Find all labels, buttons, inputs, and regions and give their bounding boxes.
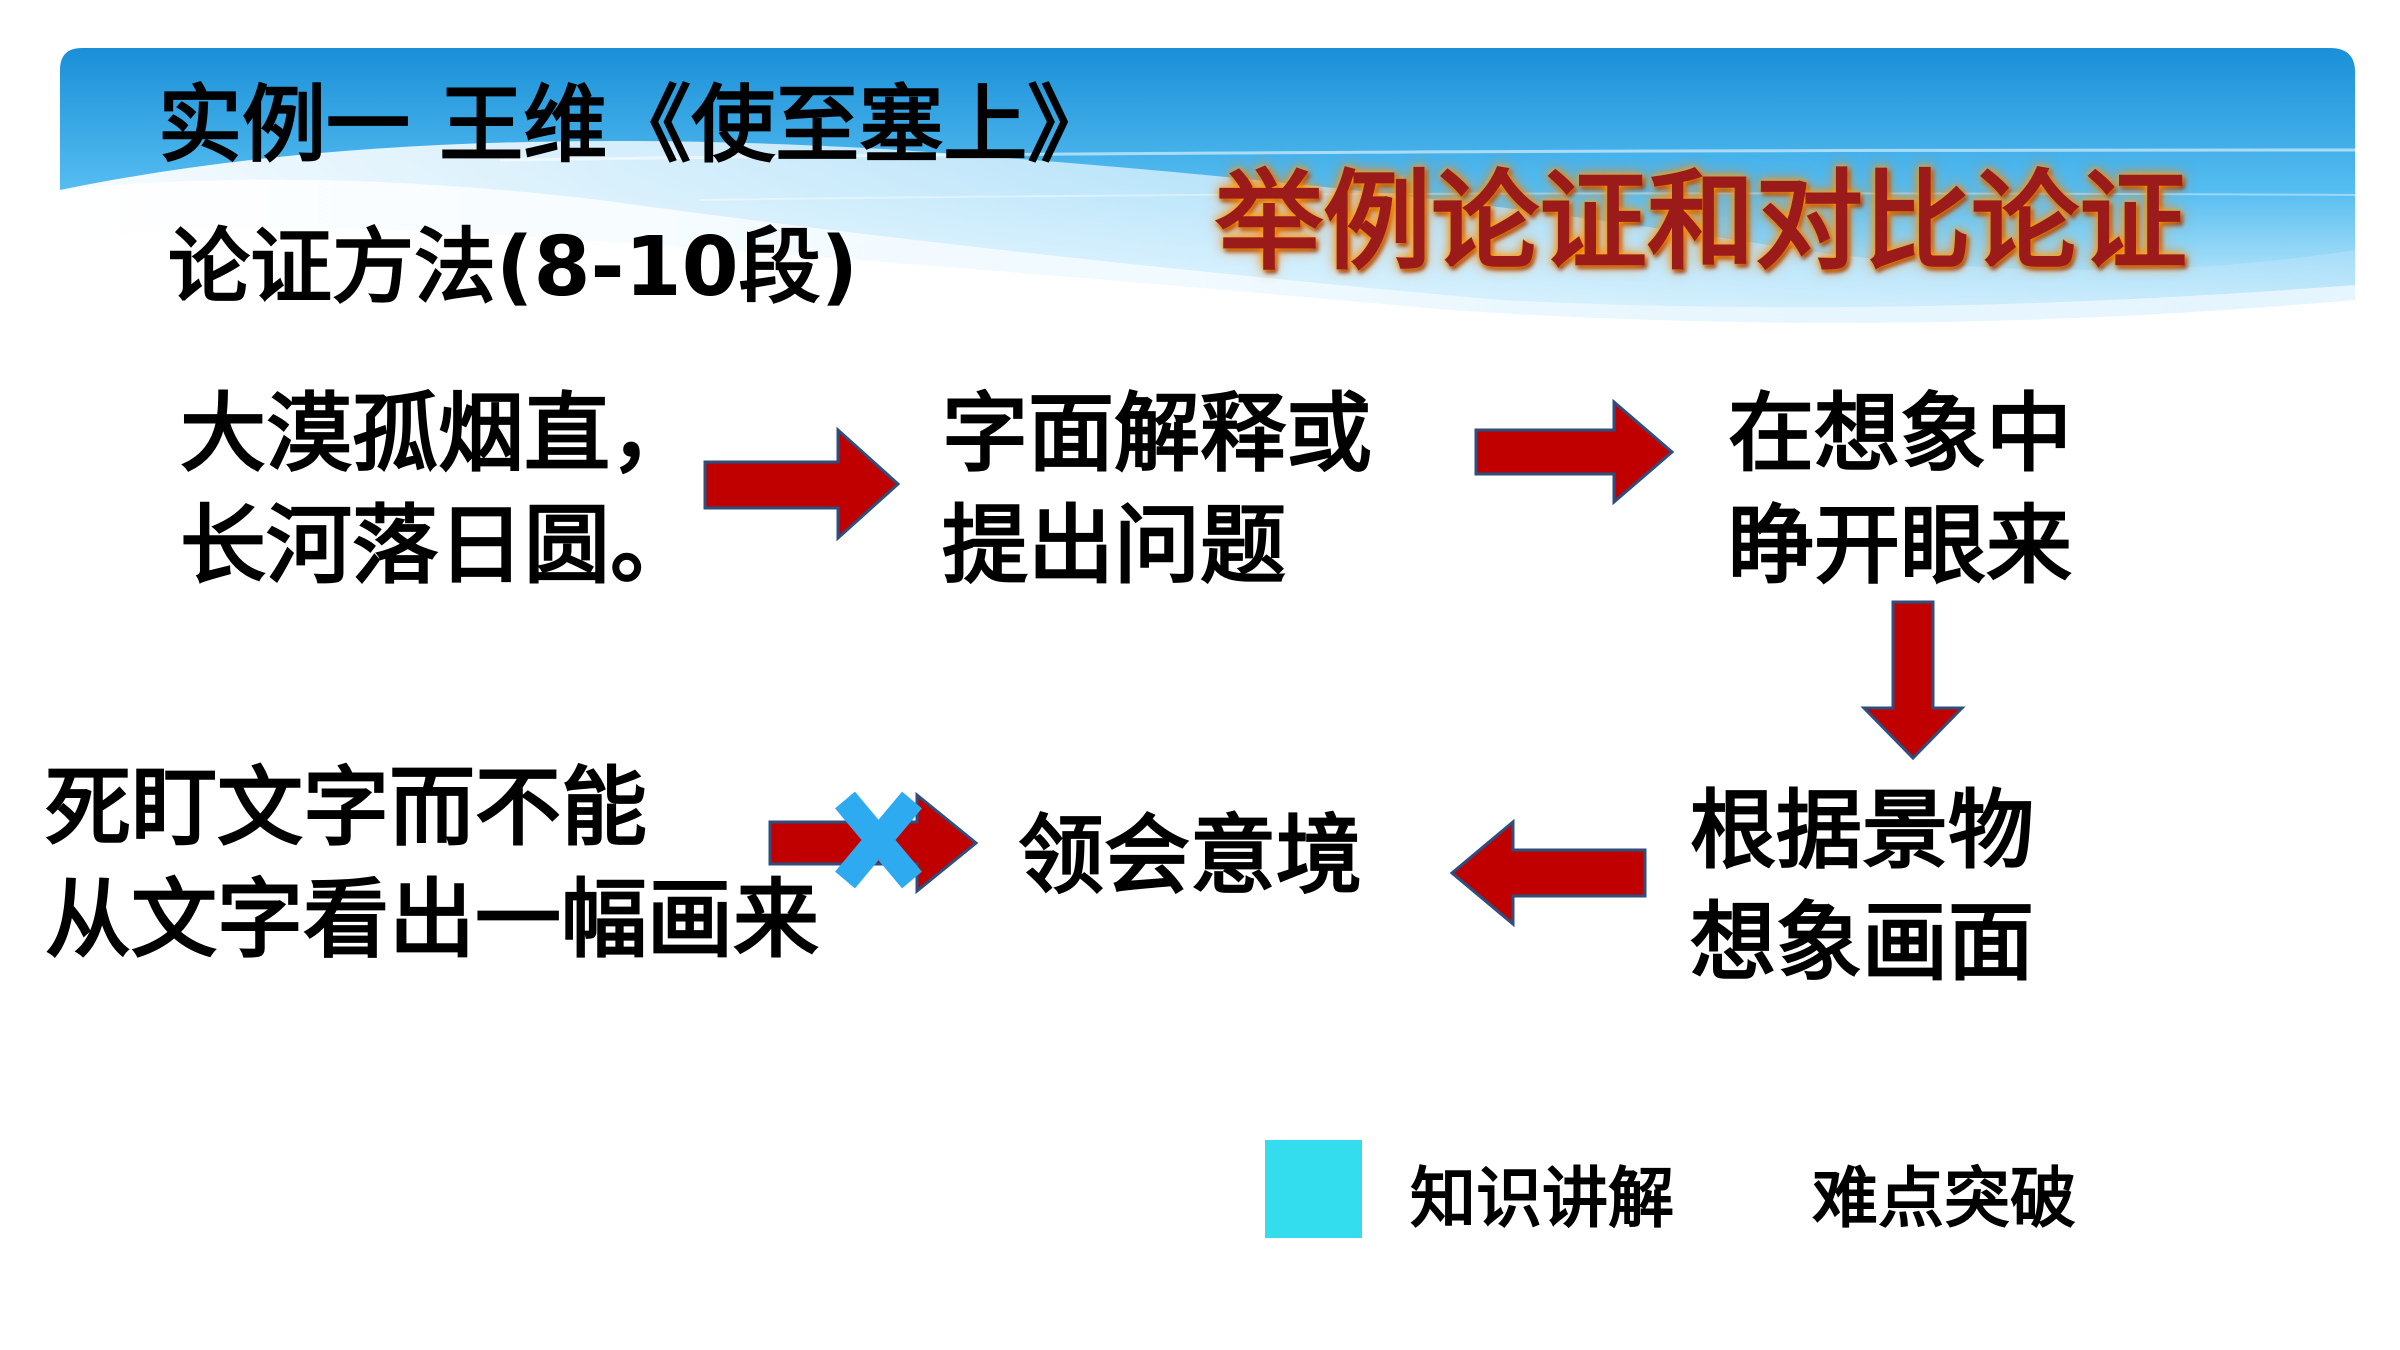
- flow-node-imagine-line2: 睁开眼来: [1728, 496, 2072, 596]
- x-mark-icon: [835, 791, 922, 889]
- flow-node-literal: 字面解释或 提出问题: [942, 378, 1372, 602]
- headline-wordart: 举例论证和对比论证: [1215, 160, 2188, 285]
- arrow-node1-to-node2: [703, 426, 901, 542]
- header-banner: [60, 48, 2356, 323]
- flow-node-poem-line2: 长河落日圆。: [180, 496, 696, 596]
- flow-node-mood: 领会意境: [1018, 800, 1362, 912]
- knowledge-explanation-button[interactable]: 知识讲解: [1410, 1160, 1674, 1237]
- arrow-node2-to-node3: [1474, 398, 1675, 506]
- slide-title: 实例一 王维《使至塞上》: [158, 76, 1112, 174]
- flow-node-poem-line1: 大漠孤烟直，: [180, 384, 696, 484]
- flow-node-literal-line2: 提出问题: [942, 496, 1286, 596]
- flow-node-poem: 大漠孤烟直， 长河落日圆。: [180, 378, 696, 602]
- flow-node-picture: 根据景物 想象画面: [1690, 775, 2034, 999]
- flow-node-stare-line2: 从文字看出一幅画来: [45, 870, 819, 970]
- flow-node-imagine-line1: 在想象中: [1728, 384, 2072, 484]
- flow-node-literal-line1: 字面解释或: [942, 384, 1372, 484]
- flow-node-stare-line1: 死盯文字而不能: [45, 758, 647, 858]
- difficulty-breakthrough-button[interactable]: 难点突破: [1812, 1160, 2076, 1237]
- flow-node-mood-line1: 领会意境: [1018, 806, 1362, 906]
- flow-node-picture-line2: 想象画面: [1690, 893, 2034, 993]
- flow-node-stare: 死盯文字而不能 从文字看出一幅画来: [45, 752, 819, 976]
- arrow-node4-to-node5: [1449, 818, 1647, 928]
- slide-subtitle: 论证方法(8-10段): [168, 220, 859, 315]
- legend-swatch: [1265, 1140, 1362, 1238]
- arrow-node3-to-node4: [1860, 600, 1966, 761]
- flow-node-imagine: 在想象中 睁开眼来: [1728, 378, 2072, 602]
- flow-node-picture-line1: 根据景物: [1690, 781, 2034, 881]
